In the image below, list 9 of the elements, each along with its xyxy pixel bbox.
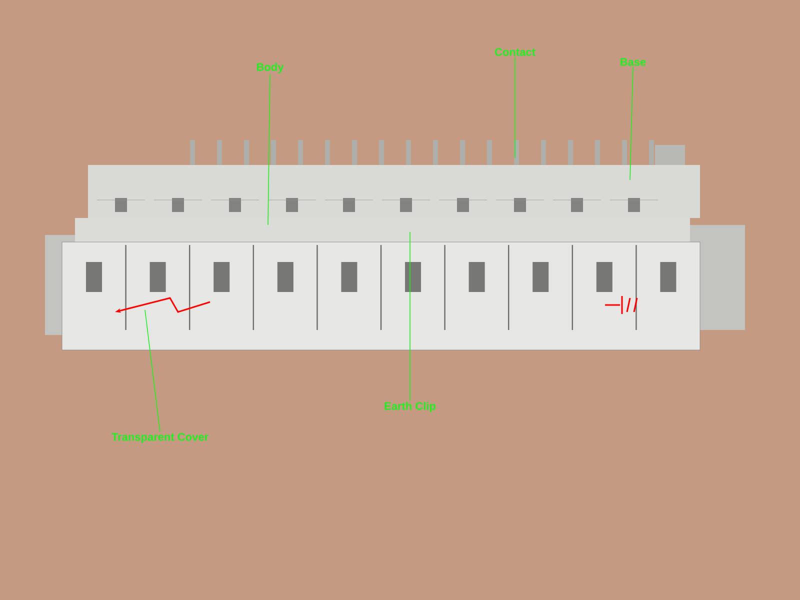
callout-label: Earth Clip bbox=[384, 402, 436, 412]
leader-line bbox=[514, 56, 516, 158]
leader-line bbox=[630, 66, 634, 180]
callout-label: Transparent Cover bbox=[112, 433, 208, 443]
leader-line bbox=[268, 74, 270, 226]
callout-label: Body bbox=[257, 62, 284, 74]
callout-label: Base bbox=[620, 58, 646, 66]
callout-label: Contact bbox=[495, 48, 536, 56]
leader-line bbox=[144, 310, 160, 432]
